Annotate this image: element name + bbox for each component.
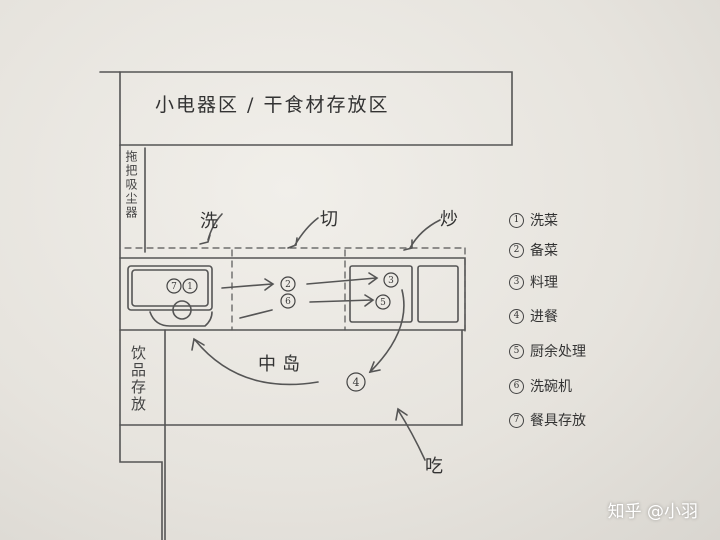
legend-num: 7 xyxy=(509,412,524,428)
legend-item: 4 进餐 xyxy=(509,306,558,326)
legend-item: 7 餐具存放 xyxy=(509,410,586,430)
zone-fry-label: 炒 xyxy=(440,209,458,230)
legend-item: 1 洗菜 xyxy=(509,210,558,230)
left-wall-line xyxy=(119,144,163,540)
legend-label: 餐具存放 xyxy=(530,413,586,429)
zone-wash-label: 洗 xyxy=(200,211,218,232)
marker-6: 6 xyxy=(285,297,291,307)
flow-arrow-1-2 xyxy=(221,283,273,289)
mop-vacuum-label: 拖把吸尘器 xyxy=(124,150,138,220)
legend-item: 3 料理 xyxy=(509,272,558,292)
zone-eat-label: 吃 xyxy=(425,456,443,477)
marker-4: 4 xyxy=(353,376,360,389)
marker-7: 7 xyxy=(171,282,177,292)
legend-num: 4 xyxy=(509,308,524,324)
island-outline xyxy=(164,329,463,426)
legend-label: 进餐 xyxy=(530,309,558,325)
top-cabinet-outline xyxy=(119,71,513,146)
stove-outline xyxy=(349,265,413,323)
legend-label: 料理 xyxy=(530,275,558,291)
flow-arrow-3-4 xyxy=(369,289,405,373)
legend-item: 2 备菜 xyxy=(509,240,558,260)
flow-arrow-return xyxy=(194,339,319,386)
legend-label: 厨余处理 xyxy=(530,344,586,360)
marker-5: 5 xyxy=(380,298,386,308)
legend-num: 2 xyxy=(509,242,524,258)
counter-outline xyxy=(119,257,466,331)
legend-item: 5 厨余处理 xyxy=(509,341,586,361)
top-area-label: 小电器区 / 干食材存放区 xyxy=(155,94,390,116)
watermark: 知乎 @小羽 xyxy=(607,502,698,522)
legend-num: 5 xyxy=(509,343,524,359)
legend-label: 洗碗机 xyxy=(530,379,572,395)
marker-1: 1 xyxy=(187,282,193,292)
legend-label: 备菜 xyxy=(530,243,558,259)
legend-num: 6 xyxy=(509,378,524,394)
sink-outline xyxy=(127,265,213,311)
marker-2: 2 xyxy=(285,280,291,290)
island-label: 中岛 xyxy=(258,354,306,375)
marker-3: 3 xyxy=(388,276,394,286)
eat-arrow xyxy=(397,409,426,461)
legend-num: 3 xyxy=(509,274,524,290)
legend-num: 1 xyxy=(509,212,524,228)
flow-arrow-2-3 xyxy=(306,277,377,285)
zone-cut-label: 切 xyxy=(320,209,338,230)
legend-item: 6 洗碗机 xyxy=(509,376,572,396)
legend-label: 洗菜 xyxy=(530,213,558,229)
drink-storage-label: 饮品存放 xyxy=(129,345,147,413)
